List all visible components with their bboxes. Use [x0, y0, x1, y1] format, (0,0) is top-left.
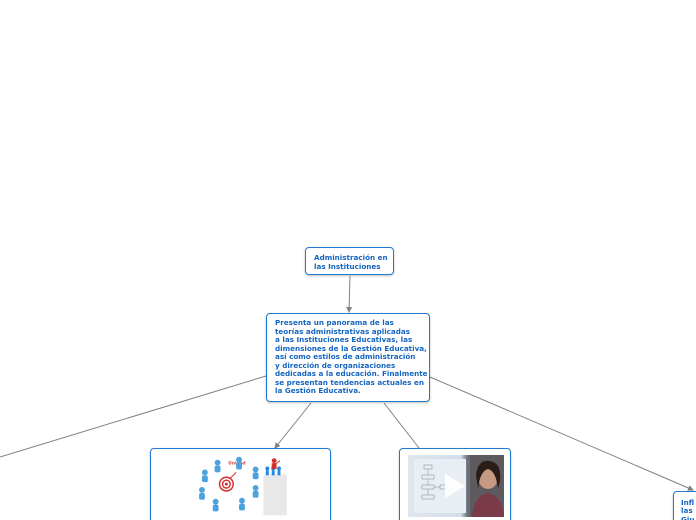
- teamwork-illustration-icon: Unidad: [199, 456, 287, 516]
- description-node[interactable]: Presenta un panorama de las teorías admi…: [266, 313, 430, 402]
- connector-description-to-right: [429, 376, 694, 491]
- connector-description-to-image-left: [274, 402, 312, 449]
- root-topic-node[interactable]: Administración en las Instituciones: [305, 247, 394, 275]
- root-topic-text: Administración en las Instituciones: [314, 253, 388, 271]
- description-text: Presenta un panorama de las teorías admi…: [275, 318, 428, 395]
- connector-description-to-video: [383, 402, 420, 449]
- right-topic-text: Infl las Giu: [681, 498, 695, 520]
- play-icon[interactable]: [445, 474, 465, 498]
- connector-description-to-left-offscreen: [0, 375, 267, 458]
- flowchart-thumbnail-icon: [414, 455, 504, 517]
- right-topic-node[interactable]: Infl las Giu: [673, 491, 696, 520]
- image-node[interactable]: Unidad: [150, 448, 331, 520]
- video-thumbnail[interactable]: [408, 455, 504, 517]
- connector-root-to-description: [346, 275, 353, 313]
- video-node[interactable]: [399, 448, 511, 520]
